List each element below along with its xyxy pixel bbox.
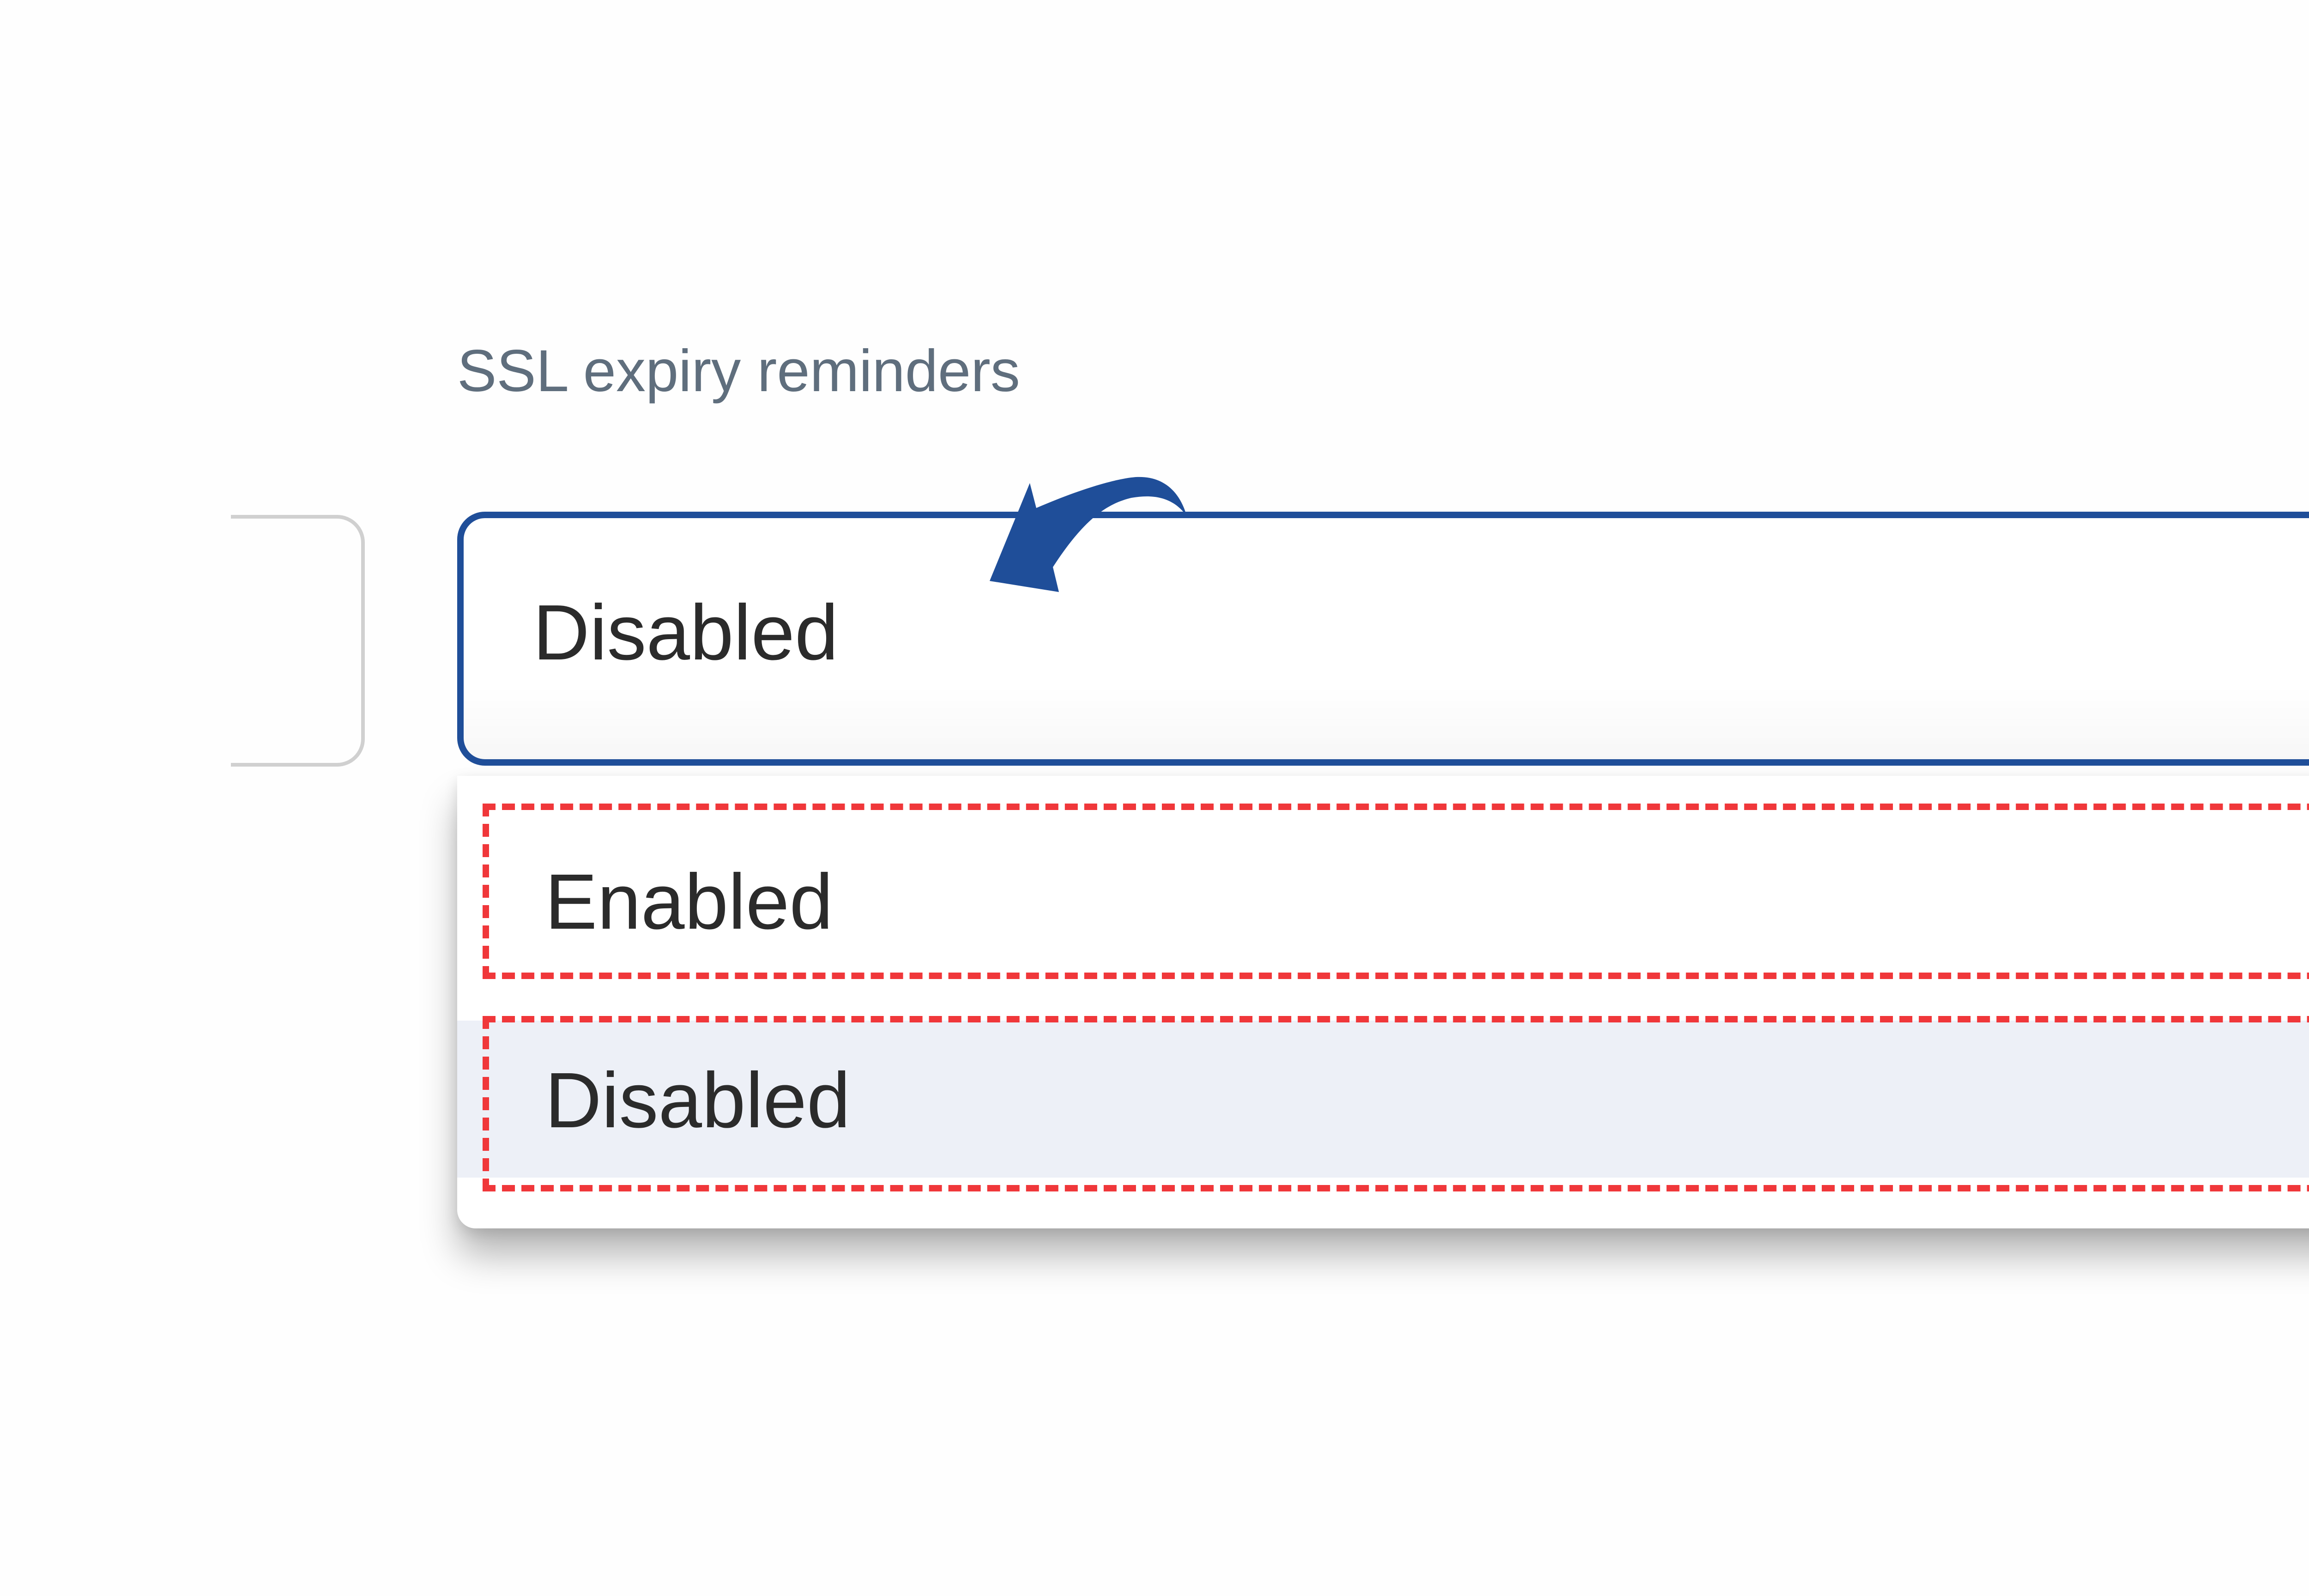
dropdown-option-disabled[interactable]: Disabled (457, 1021, 2309, 1178)
ssl-expiry-reminders-select[interactable]: Disabled (457, 512, 2309, 766)
adjacent-field-partial[interactable] (231, 515, 365, 767)
ssl-expiry-reminders-label: SSL expiry reminders (457, 338, 1020, 404)
dropdown-menu: Enabled Disabled (457, 776, 2309, 1228)
dropdown-option-enabled[interactable]: Enabled (457, 776, 2309, 979)
option-label: Enabled (545, 858, 833, 946)
selected-value: Disabled (533, 589, 839, 677)
option-label: Disabled (545, 1057, 851, 1144)
